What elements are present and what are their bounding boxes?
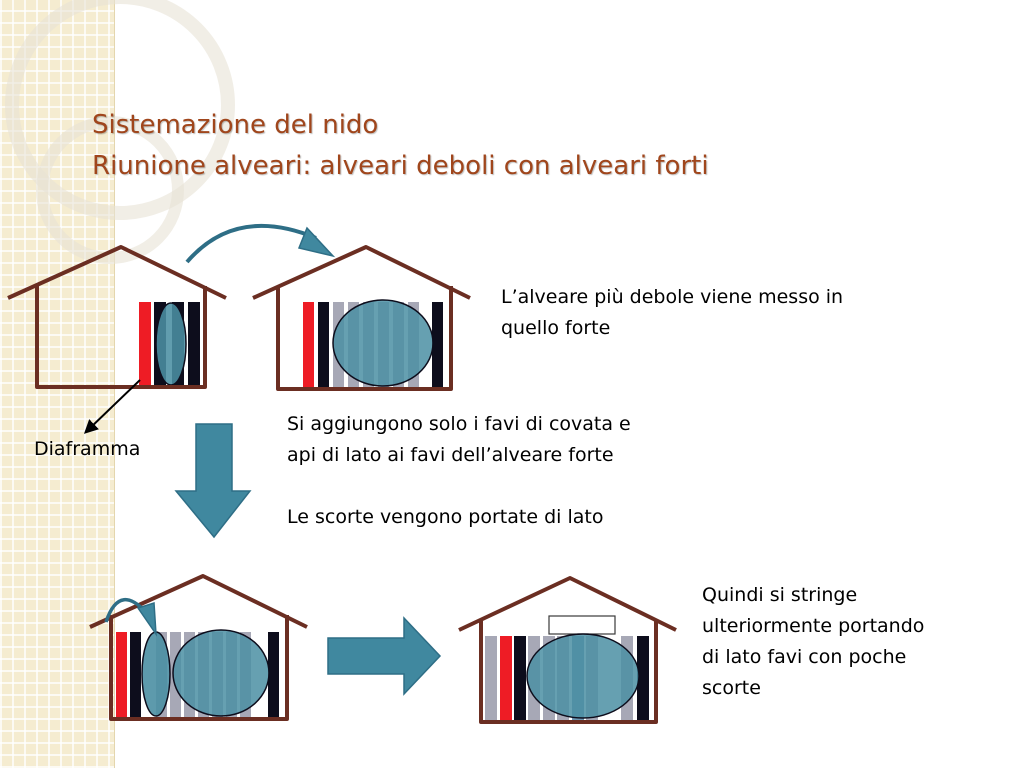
step2-text: Si aggiungono solo i favi di covata e ap… [287,409,631,533]
slide-title: Sistemazione del nido [92,110,379,140]
bee-cluster-small [141,631,171,717]
frame-red [500,636,512,720]
bee-cluster [526,633,640,719]
frame-black [188,302,200,386]
curved-arrow-top-head [297,226,336,258]
house-outline [89,574,308,721]
frame-black [637,636,649,720]
frame-black [318,302,329,388]
hive-3-merged [89,574,308,721]
frame-black [268,632,279,718]
hive-2-strong [252,245,471,391]
diaframma-label: Diaframma [34,438,141,460]
frame-red [139,302,151,386]
text-line: scorte [702,677,761,699]
bee-cluster [155,302,187,386]
hive-1-weak [7,245,227,389]
text-line: Si aggiungono solo i favi di covata e [287,413,631,435]
hive-4-final [458,576,677,724]
curved-arrow-small-head [136,601,157,637]
house-outline [252,245,471,391]
text-line: ulteriormente portando [702,615,925,637]
decorative-circles [5,0,235,264]
house-outline [7,245,227,389]
down-arrow [174,423,252,539]
right-arrow [327,616,442,696]
step1-text: L’alveare più debole viene messo in quel… [501,282,843,344]
frame-black [432,302,443,388]
frame-red [116,632,127,718]
diaframma-pointer [83,379,141,434]
text-line: Quindi si stringe [702,584,858,606]
frame-black [514,636,526,720]
feeder-box [548,615,616,635]
frame-grey [485,636,497,720]
text-line: di lato favi con poche [702,646,907,668]
text-line: L’alveare più debole viene messo in [501,286,844,308]
bee-cluster [332,299,434,387]
text-line: Le scorte vengono portate di lato [287,506,604,528]
frame-red [303,302,314,388]
frame-black [130,632,141,718]
house-outline [458,576,677,724]
text-line: quello forte [501,317,611,339]
bee-cluster-large [172,629,270,717]
text-line: api di lato ai favi dell’alveare forte [287,444,614,466]
slide-subtitle: Riunione alveari: alveari deboli con alv… [92,151,709,181]
step3-text: Quindi si stringe ulteriormente portando… [702,580,924,704]
curved-arrow-top [185,223,317,264]
text-line [287,471,631,502]
